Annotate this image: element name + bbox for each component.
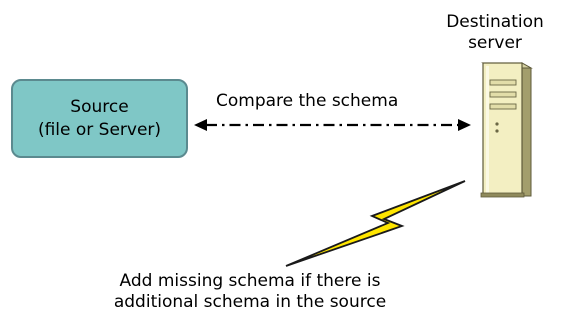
source-label-line1: Source — [70, 96, 129, 117]
source-label-line2: (file or Server) — [37, 119, 162, 140]
drive-bay — [489, 79, 517, 86]
caption-line1: Add missing schema if there is — [119, 271, 381, 291]
drive-bay — [489, 91, 517, 98]
compare-connector — [194, 119, 471, 131]
add-missing-schema-caption: Add missing schema if there is additiona… — [100, 271, 400, 313]
compare-schema-label: Compare the schema — [216, 91, 399, 111]
arrowhead-left-icon — [194, 119, 207, 131]
indicator-light — [495, 122, 499, 126]
lightning-bolt-icon — [285, 180, 466, 267]
arrowhead-right-icon — [458, 119, 471, 131]
destination-label-line1: Destination — [446, 12, 544, 32]
destination-label-line2: server — [468, 33, 522, 53]
source-node: Source (file or Server) — [11, 79, 188, 158]
server-icon — [480, 62, 533, 198]
caption-line2: additional schema in the source — [113, 292, 387, 312]
destination-server-label: Destination server — [432, 12, 558, 54]
indicator-light — [495, 129, 499, 133]
drive-bay — [489, 103, 517, 110]
